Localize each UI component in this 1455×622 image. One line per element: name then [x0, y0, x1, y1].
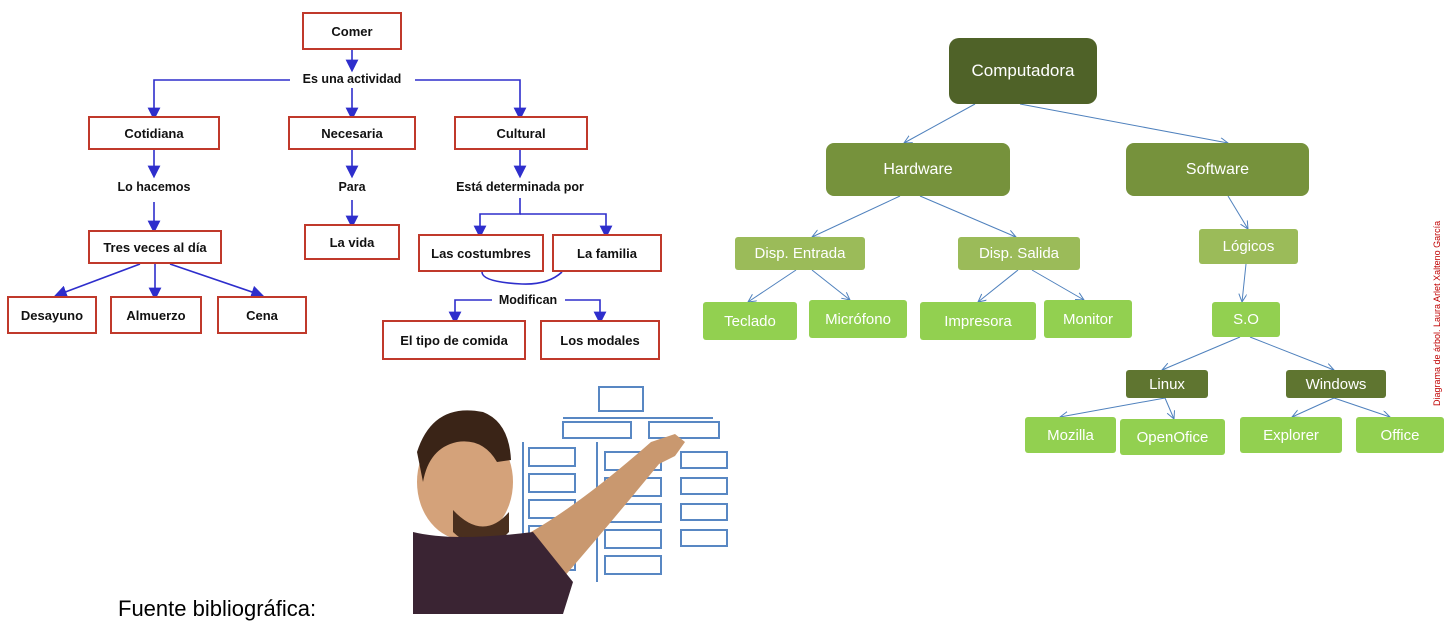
tree-disp-salida: Disp. Salida [958, 237, 1080, 270]
tree-so: S.O [1212, 302, 1280, 337]
tree-windows: Windows [1286, 370, 1386, 398]
tree-software: Software [1126, 143, 1309, 196]
concept-root: Comer [302, 12, 402, 50]
link-es-una-actividad: Es una actividad [302, 72, 402, 86]
meal-almuerzo: Almuerzo [110, 296, 202, 334]
tree-connectors [700, 103, 1440, 460]
tree-disp-entrada: Disp. Entrada [735, 237, 865, 270]
tree-linux: Linux [1126, 370, 1208, 398]
link-determinada-por: Está determinada por [456, 180, 584, 194]
tree-root-computadora: Computadora [949, 38, 1097, 104]
tree-teclado: Teclado [703, 302, 797, 340]
node-los-modales: Los modales [540, 320, 660, 360]
node-las-costumbres: Las costumbres [418, 234, 544, 272]
tree-monitor: Monitor [1044, 300, 1132, 338]
tree-explorer: Explorer [1240, 417, 1342, 453]
meal-cena: Cena [217, 296, 307, 334]
tree-microfono: Micrófono [809, 300, 907, 338]
concept-map-connectors [54, 50, 613, 325]
node-tipo-de-comida: El tipo de comida [382, 320, 526, 360]
tree-office: Office [1356, 417, 1444, 453]
photo-man-drawing-tree [413, 382, 733, 614]
node-la-vida: La vida [304, 224, 400, 260]
branch-cultural: Cultural [454, 116, 588, 150]
link-modifican: Modifican [494, 293, 562, 307]
node-tres-veces: Tres veces al día [88, 230, 222, 264]
branch-cotidiana: Cotidiana [88, 116, 220, 150]
tree-impresora: Impresora [920, 302, 1036, 340]
branch-necesaria: Necesaria [288, 116, 416, 150]
credit-text: Diagrama de árbol. Laura Arlet Xalteno G… [1432, 220, 1442, 406]
caption-fuente: Fuente bibliográfica: [118, 596, 317, 621]
meal-desayuno: Desayuno [7, 296, 97, 334]
node-la-familia: La familia [552, 234, 662, 272]
link-lo-hacemos: Lo hacemos [117, 180, 191, 194]
tree-openofice: OpenOfice [1120, 419, 1225, 455]
tree-hardware: Hardware [826, 143, 1010, 196]
tree-logicos: Lógicos [1199, 229, 1298, 264]
tree-mozilla: Mozilla [1025, 417, 1116, 453]
link-para: Para [338, 180, 366, 194]
